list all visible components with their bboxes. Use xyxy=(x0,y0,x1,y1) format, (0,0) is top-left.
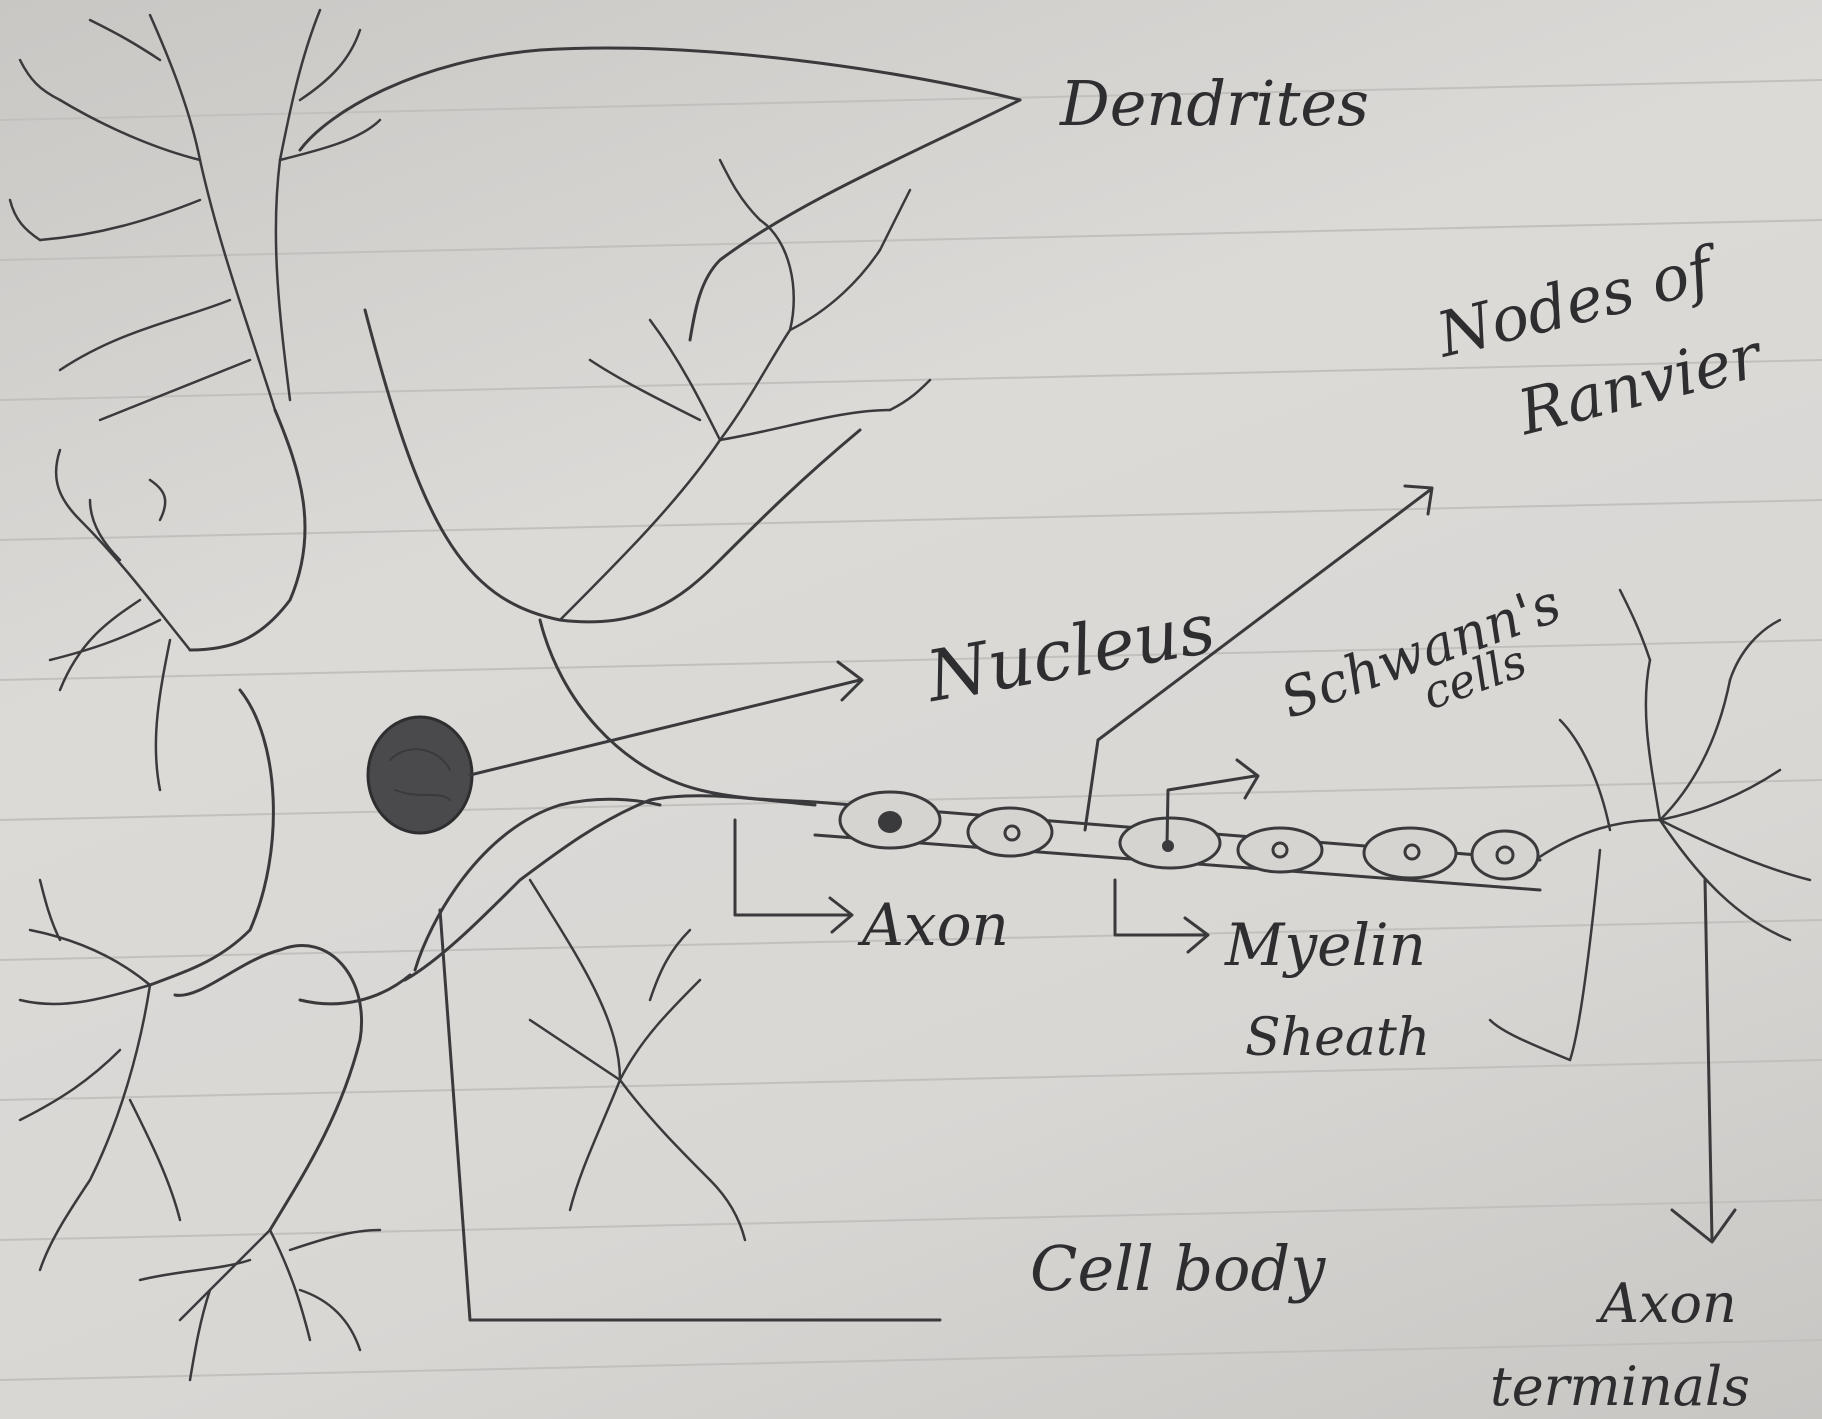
axon-terminals-label-line2: terminals xyxy=(1490,1355,1750,1418)
dendrite-tree-lower-left xyxy=(20,880,180,1270)
dendrite-tree-lower-middle xyxy=(140,1230,380,1380)
cell-body-bracket xyxy=(440,910,940,1320)
schwann-cell xyxy=(1472,831,1538,879)
schwann-cell xyxy=(968,808,1052,856)
dendrites-label: Dendrites xyxy=(1059,67,1369,140)
myelin-label-line2: Sheath xyxy=(1245,1008,1430,1068)
cell-body-outline xyxy=(150,310,860,1230)
schwann-cell xyxy=(1120,818,1220,868)
nucleus xyxy=(368,717,472,833)
dendrite-tree-upper-right xyxy=(560,160,930,620)
axon-terminals-arrow xyxy=(1705,880,1712,1240)
myelin-bracket xyxy=(1115,880,1205,935)
axon-label: Axon xyxy=(857,891,1009,959)
schwann-cell xyxy=(1238,828,1322,872)
axon-terminals-label-line1: Axon xyxy=(1595,1272,1737,1335)
schwann-cell xyxy=(1364,828,1456,878)
schwann-cell xyxy=(840,792,940,848)
dendrite-tree-lower-right xyxy=(530,880,745,1240)
dendrite-tree-upper xyxy=(10,10,380,420)
dendrite-tree-left xyxy=(50,450,190,790)
nucleus-arrow xyxy=(470,680,860,775)
cell-body-label: Cell body xyxy=(1030,1232,1326,1305)
axon-terminal-tree xyxy=(1490,590,1810,1060)
nucleus-label: Nucleus xyxy=(919,587,1221,719)
myelin-sheath xyxy=(840,792,1538,879)
labels: Dendrites Nodes of Ranvier Nucleus Schwa… xyxy=(857,67,1771,1418)
myelin-label-line1: Myelin xyxy=(1224,911,1426,979)
